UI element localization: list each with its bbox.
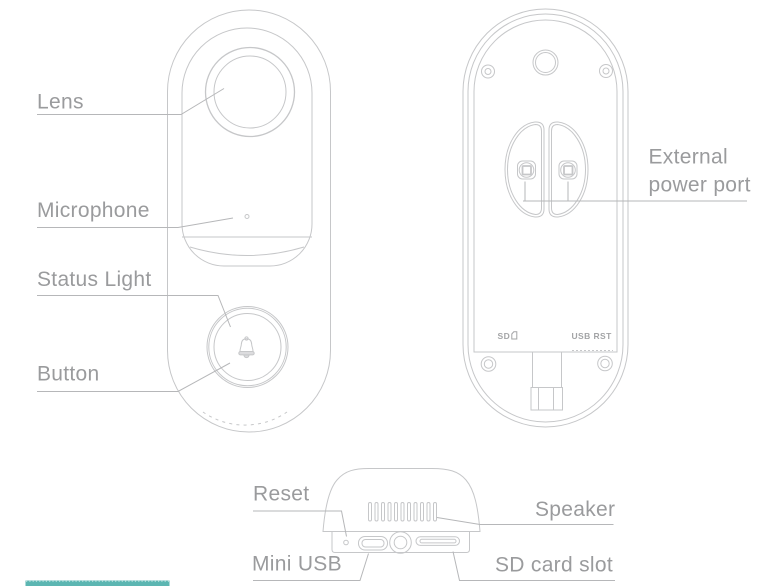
status-light-ring-inner xyxy=(208,307,287,387)
doorbell-button xyxy=(213,313,282,381)
sd-card-slot xyxy=(415,536,460,546)
faceplate-bottom-arc xyxy=(189,246,305,256)
mount-ring xyxy=(389,531,412,554)
marking-rst: RST xyxy=(594,331,613,341)
front-bottom-perforations xyxy=(202,411,288,426)
pointer-button xyxy=(37,362,231,392)
bell-icon xyxy=(238,336,255,359)
microphone-hole xyxy=(244,214,250,219)
pointer-reset xyxy=(253,510,347,537)
label-button: Button xyxy=(37,363,100,386)
pointer-mini-usb xyxy=(253,553,369,581)
lens-outer-ring xyxy=(204,46,296,138)
bottom-body-outline xyxy=(322,468,481,532)
mini-usb-port xyxy=(358,536,388,551)
label-mini-usb: Mini USB xyxy=(252,553,342,576)
front-faceplate xyxy=(181,27,313,267)
port-markings: SD USB RST xyxy=(498,331,613,341)
back-mounting-panel xyxy=(473,19,618,353)
label-reset: Reset xyxy=(253,483,309,506)
power-contact-left xyxy=(517,160,536,180)
speaker-grille xyxy=(368,502,437,522)
wedge-release-tab xyxy=(530,351,563,411)
label-external-power-line1: External xyxy=(649,146,728,169)
screw-hole-bottom-right xyxy=(597,355,613,372)
sd-card-icon xyxy=(511,331,518,340)
power-contact-right xyxy=(558,160,578,180)
pointer-lines xyxy=(37,88,747,581)
label-sd-card-slot: SD card slot xyxy=(495,554,613,577)
lens-circle xyxy=(213,55,287,129)
pointer-sd-card-slot xyxy=(452,551,615,581)
label-status-light: Status Light xyxy=(37,268,152,291)
bottom-view xyxy=(322,468,481,554)
screw-hole-bottom-left xyxy=(480,356,497,372)
pointer-external-power xyxy=(523,181,747,202)
back-view xyxy=(462,8,629,428)
screw-hole-top-left xyxy=(481,64,495,79)
device-outlines xyxy=(167,8,629,554)
marking-sd: SD xyxy=(498,331,511,341)
pointer-lens xyxy=(37,88,225,115)
back-inner-outline xyxy=(467,13,624,423)
front-view xyxy=(167,9,331,433)
bottom-base-face xyxy=(331,531,470,553)
screw-hole-top-right xyxy=(599,64,613,78)
back-body-outline xyxy=(462,8,629,428)
callout-labels: Lens Microphone Status Light Button Exte… xyxy=(37,91,751,577)
pointer-speaker xyxy=(436,517,614,525)
label-speaker: Speaker xyxy=(535,498,615,521)
reset-hole xyxy=(343,539,349,546)
marking-usb: USB xyxy=(572,331,591,341)
status-light-ring xyxy=(206,306,289,388)
label-lens: Lens xyxy=(37,91,84,114)
pointer-status-light xyxy=(37,295,231,328)
mounting-hole-inner xyxy=(535,52,556,73)
front-body-outline xyxy=(167,9,331,433)
teal-accent-bar xyxy=(25,580,170,586)
mounting-hole xyxy=(532,49,559,76)
label-external-power-line2: power port xyxy=(649,174,751,197)
pointer-microphone xyxy=(37,217,234,228)
power-port-capsule xyxy=(504,121,589,218)
label-microphone: Microphone xyxy=(37,199,150,222)
